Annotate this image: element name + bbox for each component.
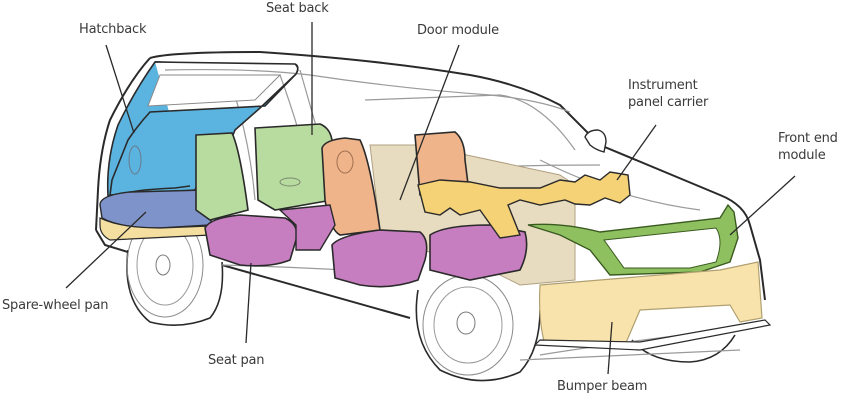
label-spare-wheel-pan: Spare-wheel pan <box>2 298 109 313</box>
hatchback-part <box>106 61 299 197</box>
leader-hatchback <box>105 44 135 134</box>
leader-instrument-panel <box>616 124 657 181</box>
leader-seat-pan <box>245 262 252 344</box>
label-front-end-module-line2: module <box>778 148 826 163</box>
instrument-panel-carrier-part <box>417 171 631 239</box>
leader-door-module <box>399 44 460 201</box>
label-seat-pan: Seat pan <box>208 353 265 368</box>
label-instrument-panel-carrier-line2: panel carrier <box>628 95 709 110</box>
label-front-end-module-line1: Front end <box>778 131 838 146</box>
leader-front-end-module <box>729 175 796 236</box>
label-bumper-beam: Bumper beam <box>557 379 648 394</box>
front-left-wheel <box>415 274 541 382</box>
front-end-module-part <box>527 203 739 276</box>
leader-spare-wheel-pan <box>65 211 147 289</box>
seat-pan-part <box>204 204 528 288</box>
label-instrument-panel-carrier-line1: Instrument <box>628 78 698 93</box>
label-instrument-panel-carrier: Instrument panel carrier <box>628 77 708 111</box>
side-mirror <box>584 129 607 153</box>
seat-back-rear-part <box>195 123 333 221</box>
leader-bumper-beam <box>607 321 613 375</box>
label-hatchback: Hatchback <box>79 22 147 37</box>
bumper-beam-part <box>533 261 772 351</box>
label-door-module: Door module <box>417 23 499 38</box>
leader-lines <box>65 22 796 375</box>
label-front-end-module: Front end module <box>778 130 838 164</box>
rear-wheel <box>126 212 224 326</box>
car-body-outline <box>95 50 766 319</box>
spare-wheel-pan-part <box>99 189 213 241</box>
label-seat-back: Seat back <box>266 1 329 16</box>
